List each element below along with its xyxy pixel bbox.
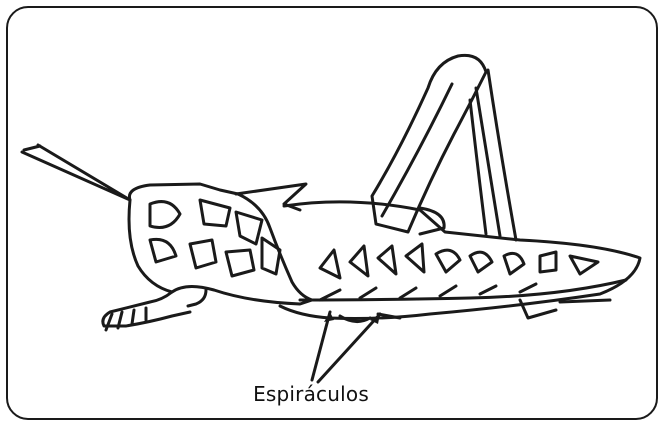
hind-femur-inner <box>382 84 452 216</box>
hind-tibia <box>470 70 516 240</box>
abdomen-segments <box>320 244 598 278</box>
antenna <box>22 145 130 200</box>
mid-leg <box>188 290 206 306</box>
spiracles-label: Espiráculos <box>236 382 386 406</box>
